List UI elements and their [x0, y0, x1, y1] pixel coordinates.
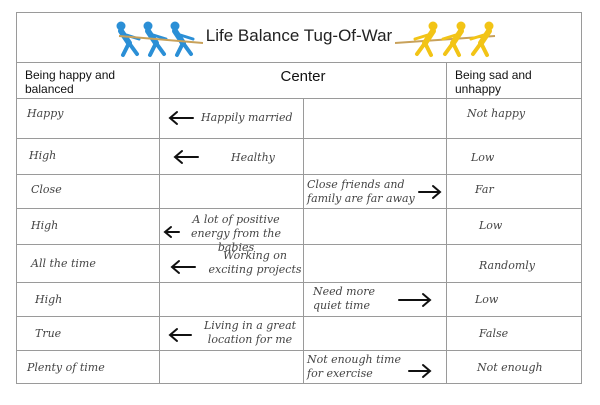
happy-value: High — [31, 219, 59, 232]
table-row: Happy Happily married Not happy — [17, 99, 581, 139]
arrow-right-icon — [418, 185, 442, 199]
left-header: Being happy and balanced — [25, 68, 116, 96]
table-row: High A lot of positive energy from the b… — [17, 209, 581, 254]
arrow-left-icon — [173, 150, 199, 164]
toward-happy-text: Living in a great location for me — [203, 319, 297, 346]
arrow-left-icon — [168, 328, 192, 342]
tug-of-war-team-blue-icon — [116, 21, 203, 57]
tug-of-war-team-yellow-icon — [395, 21, 496, 57]
arrow-right-icon — [398, 293, 432, 307]
toward-happy-text: Healthy — [231, 151, 275, 164]
sad-value: Randomly — [479, 259, 536, 272]
sad-value: Low — [471, 151, 495, 164]
happy-value: True — [35, 327, 62, 340]
column-divider — [303, 99, 304, 383]
table-row: High Healthy Low — [17, 139, 581, 175]
table-row: All the time Working on exciting project… — [17, 245, 581, 283]
tug-of-war-table: Life Balance Tug-Of-War — [16, 12, 582, 384]
arrow-left-icon — [163, 226, 180, 238]
center-header: Center — [280, 68, 326, 85]
sad-value: Far — [475, 183, 494, 196]
toward-sad-text: Not enough time for exercise — [307, 353, 401, 380]
sad-value: Not happy — [467, 107, 526, 120]
column-divider — [446, 63, 447, 383]
sad-value: Not enough — [477, 361, 543, 374]
toward-sad-text: Need more quiet time — [313, 285, 376, 312]
sad-value: False — [479, 327, 509, 340]
toward-happy-text: A lot of positive energy from the babies — [190, 213, 281, 254]
table-row: Plenty of time Not enough time for exerc… — [17, 351, 581, 385]
toward-sad-text: Close friends and family are far away — [307, 178, 415, 205]
table-row: Close Close friends and family are far a… — [17, 175, 581, 209]
table-row: True Living in a great location for me F… — [17, 317, 581, 351]
sad-value: Low — [475, 293, 499, 306]
header-row: Being happy and balanced Center Being sa… — [17, 63, 581, 99]
right-header: Being sad and unhappy — [455, 68, 532, 96]
toward-happy-text: Happily married — [201, 111, 293, 124]
table-row: High Need more quiet time Low — [17, 283, 581, 317]
sad-value: Low — [479, 219, 503, 232]
arrow-left-icon — [170, 260, 196, 274]
arrow-left-icon — [168, 111, 194, 125]
happy-value: High — [29, 149, 57, 162]
happy-value: Plenty of time — [27, 361, 105, 374]
toward-happy-text: Working on exciting projects — [208, 249, 302, 276]
happy-value: All the time — [31, 257, 96, 270]
column-divider — [159, 63, 160, 383]
arrow-right-icon — [408, 364, 432, 378]
happy-value: High — [35, 293, 63, 306]
title-banner: Life Balance Tug-Of-War — [17, 13, 581, 63]
page-title: Life Balance Tug-Of-War — [205, 26, 393, 45]
happy-value: Close — [31, 183, 62, 196]
happy-value: Happy — [27, 107, 64, 120]
